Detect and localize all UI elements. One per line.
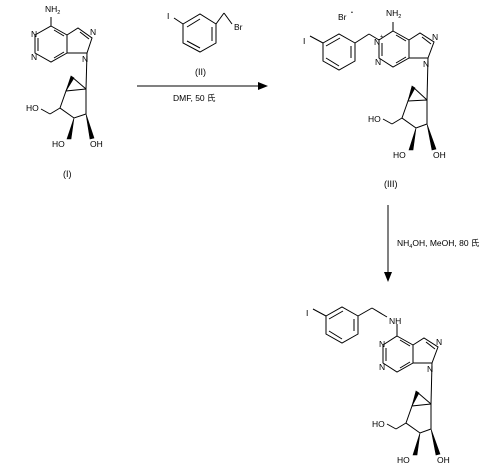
compound-product: I NH N N N N HO HO OH [306, 306, 450, 465]
compound-II: I Br (II) [167, 11, 243, 77]
atom-label-n1: N [31, 29, 37, 39]
atom-label-n3: N [375, 57, 381, 67]
atom-label-oh: OH [433, 150, 446, 160]
atom-label-n7: N [436, 337, 442, 347]
atom-label-ho: HO [368, 114, 381, 124]
atom-label-br: Br [234, 22, 243, 32]
reaction-arrow-2: NH4OH, MeOH, 80 氏 [384, 205, 480, 282]
atom-label-n3: N [31, 52, 37, 62]
atom-label-n7: N [90, 27, 96, 37]
nh2-label: NH2 [45, 4, 60, 16]
compound-caption: (III) [384, 179, 398, 189]
atom-label-n9: N [82, 54, 88, 64]
atom-label-i: I [167, 11, 169, 21]
bromide-charge: • [351, 10, 353, 16]
n1-charge: + [380, 34, 383, 40]
nh2-label: NH2 [386, 8, 401, 20]
step2-conditions: NH4OH, MeOH, 80 氏 [397, 238, 480, 250]
atom-label-n1: N [379, 339, 385, 349]
atom-label-n7: N [432, 32, 438, 42]
atom-label-ho: HO [372, 419, 385, 429]
atom-label-br: Br [338, 12, 347, 22]
compound-caption: (II) [195, 67, 206, 77]
atom-label-n3: N [379, 362, 385, 372]
compound-I: NH2 N N N N HO HO OH (I) [26, 4, 103, 179]
atom-label-oh: OH [90, 139, 103, 149]
atom-label-n9: N [427, 364, 433, 374]
atom-label-ho1: HO [393, 150, 406, 160]
step1-conditions: DMF, 50 氏 [173, 93, 216, 103]
atom-label-n9: N [423, 59, 429, 69]
atom-label-ho1: HO [397, 455, 410, 465]
atom-label-ho: HO [26, 103, 39, 113]
atom-label-i: I [303, 36, 305, 46]
atom-label-n1: N [374, 37, 380, 47]
reaction-arrow-1: DMF, 50 氏 [137, 82, 268, 103]
atom-label-oh: OH [437, 455, 450, 465]
compound-III: Br • NH2 I N + N N [303, 8, 446, 189]
atom-label-nh: NH [389, 316, 401, 326]
atom-label-ho1: HO [52, 139, 65, 149]
compound-caption: (I) [63, 169, 72, 179]
atom-label-i: I [306, 308, 308, 318]
